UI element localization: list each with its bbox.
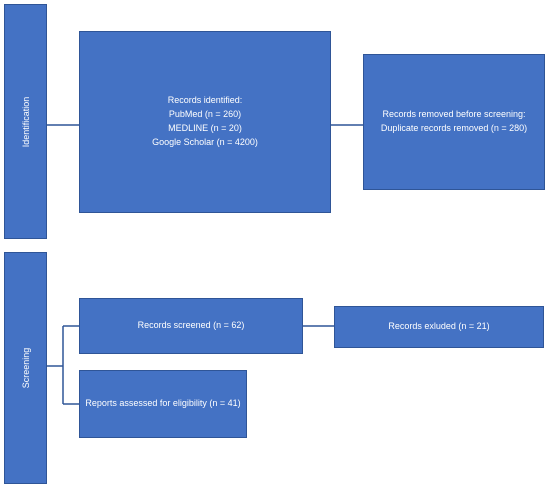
records-screened-box: Records screened (n = 62): [79, 298, 303, 354]
reports-assessed-box: Reports assessed for eligibility (n = 41…: [79, 370, 247, 438]
records-excluded-box: Records exluded (n = 21): [334, 306, 544, 348]
records-identified-pubmed: PubMed (n = 260): [168, 109, 242, 120]
records-identified-medline: MEDLINE (n = 20): [168, 123, 242, 133]
records-identified-box: Records identified: PubMed (n = 260) MED…: [79, 31, 331, 213]
records-identified-title: Records identified:: [167, 95, 243, 106]
records-removed-duplicates: Duplicate records removed (n = 280): [380, 123, 528, 133]
records-removed-box: Records removed before screening: Duplic…: [363, 54, 545, 190]
phase-screening: Screening: [4, 252, 47, 484]
records-excluded-label: Records exluded (n = 21): [388, 321, 490, 332]
records-identified-google-scholar: Google Scholar (n = 4200): [152, 136, 258, 147]
reports-assessed-label: Reports assessed for eligibility (n = 41…: [85, 398, 241, 409]
phase-screening-label: Screening: [20, 347, 31, 389]
phase-identification-label: Identification: [20, 96, 31, 147]
phase-identification: Identification: [4, 4, 47, 239]
records-screened-label: Records screened (n = 62): [137, 320, 245, 331]
records-removed-title: Records removed before screening:: [382, 109, 526, 120]
